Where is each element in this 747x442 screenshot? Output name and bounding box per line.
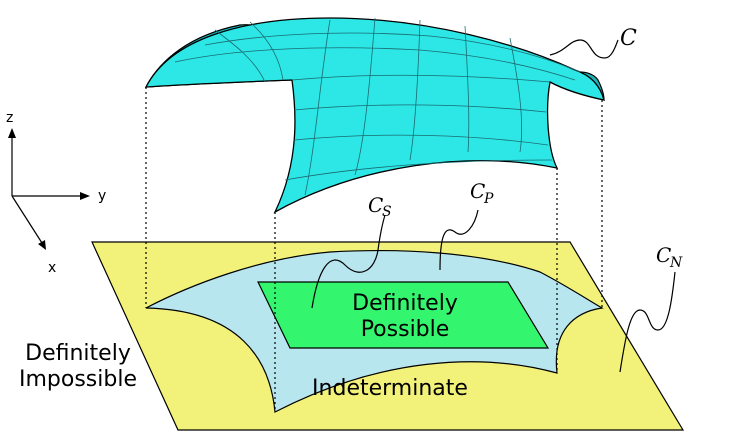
callout-lines [311,39,676,373]
indeterminate-label: Indeterminate [312,376,468,401]
label-c-text: C [620,26,637,51]
callout-cs [311,214,386,309]
definitely-possible-label-line1: Definitely [352,291,458,316]
label-cs-sub: S [382,204,392,220]
projection-lines [145,87,603,412]
label-cp-sub: P [483,191,494,207]
label-cp: C P [470,179,494,207]
label-c: C [620,26,637,51]
callout-c [549,39,619,59]
definitely-possible-region [257,281,550,349]
callout-cp [439,209,479,271]
axis-x-label: x [48,260,56,276]
definitely-impossible-label-line2: Impossible [19,367,137,392]
label-cn: C N [656,243,683,271]
label-cs-main: C [368,193,383,217]
axis-z-label: z [6,110,13,126]
label-cn-sub: N [669,255,683,271]
definitely-possible-label-line2: Possible [361,317,450,342]
callout-cn [619,271,676,373]
label-cp-main: C [470,179,485,203]
axis-y-label: y [98,188,106,204]
label-cs: C S [368,193,392,220]
surface-c [144,17,605,214]
definitely-impossible-label-line1: Definitely [25,341,131,366]
axis-triad [8,128,90,250]
label-cn-main: C [656,243,671,267]
